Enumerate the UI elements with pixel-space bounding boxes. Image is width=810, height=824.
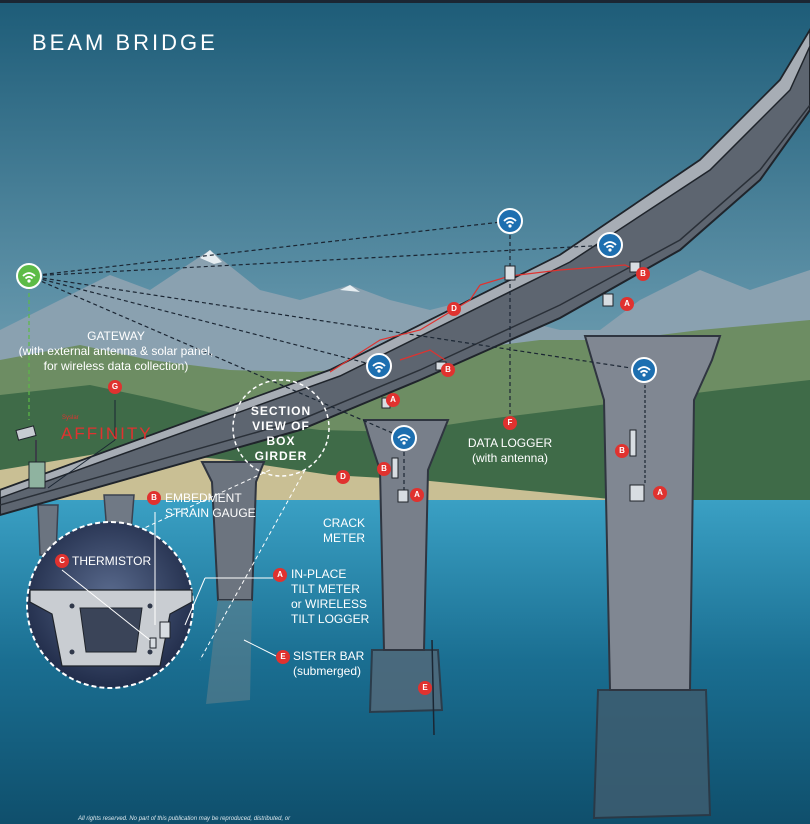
sister-bar-leader: [243, 639, 277, 657]
data-logger-line1: DATA LOGGER: [467, 436, 553, 450]
marker-a: A: [653, 486, 667, 500]
marker-e: E: [418, 681, 432, 695]
gateway-label: GATEWAY (with external antenna & solar p…: [0, 329, 232, 374]
pier-near-1: [362, 419, 450, 714]
marker-d: D: [447, 302, 461, 316]
bridge-deck: [0, 28, 810, 517]
wifi-icon: [597, 232, 623, 258]
copyright-notice: All rights reserved. No part of this pub…: [78, 816, 291, 822]
crack-meter-line2: METER: [323, 531, 365, 545]
marker-f: F: [503, 416, 517, 430]
crack-meter-label: CRACK METER: [318, 516, 370, 546]
data-logger-label: DATA LOGGER (with antenna): [458, 436, 562, 466]
crack-meter-line1: CRACK: [322, 516, 365, 530]
wifi-icon: [497, 208, 523, 234]
gateway-leader-2: [47, 439, 116, 489]
tilt-line2: TILT METER: [291, 582, 360, 596]
sister-bar-cable: [431, 639, 435, 736]
sister-bar-label: SISTER BAR (submerged): [293, 649, 364, 679]
section-view-label: SECTION VIEW OF BOX GIRDER: [236, 404, 326, 464]
pier-mid-reflection: [206, 600, 252, 704]
gateway-detail-2: for wireless data collection): [43, 359, 189, 373]
embedment-line1: EMBEDMENT: [165, 491, 242, 505]
marker-b: B: [615, 444, 629, 458]
marker-a: A: [620, 297, 634, 311]
data-logger-line2: (with antenna): [471, 451, 549, 465]
brand-prefix: Syslar: [62, 415, 79, 421]
marker-b: B: [147, 491, 161, 505]
gateway-wifi-icon: [16, 263, 42, 289]
tilt-line3: or WIRELESS: [291, 597, 368, 611]
sister-bar-line2: (submerged): [293, 664, 362, 678]
marker-a: A: [386, 393, 400, 407]
marker-b: B: [636, 267, 650, 281]
marker-a: A: [273, 568, 287, 582]
marker-g: G: [108, 380, 122, 394]
marker-d: D: [336, 470, 350, 484]
gateway-station: [15, 425, 46, 489]
sister-bar-line1: SISTER BAR: [293, 649, 365, 663]
marker-c: C: [55, 554, 69, 568]
wifi-icon: [391, 425, 417, 451]
section-view-line1: SECTION: [250, 404, 312, 418]
pier-near-2: [583, 335, 722, 820]
gateway-title: GATEWAY: [87, 329, 145, 343]
section-view-line4: GIRDER: [254, 449, 308, 463]
marker-b: B: [377, 462, 391, 476]
embedment-label: EMBEDMENT STRAIN GAUGE: [165, 491, 256, 521]
brand-logo: AFFINITY: [61, 424, 153, 443]
page-title: BEAM BRIDGE: [32, 30, 218, 55]
thermistor-label: THERMISTOR: [72, 554, 152, 568]
wifi-icon: [366, 353, 392, 379]
section-view-line2: VIEW OF: [252, 419, 310, 433]
top-bar: [0, 0, 810, 3]
wifi-icon: [631, 357, 657, 383]
tilt-line1: IN-PLACE: [291, 567, 347, 581]
section-view-marker: [232, 379, 330, 477]
section-view-line3: BOX: [266, 434, 296, 448]
tilt-meter-label: IN-PLACE TILT METER or WIRELESS TILT LOG…: [291, 567, 369, 627]
embedment-line2: STRAIN GAUGE: [165, 506, 256, 520]
marker-a: A: [410, 488, 424, 502]
gateway-detail-1: (with external antenna & solar panel,: [18, 344, 214, 358]
tilt-line4: TILT LOGGER: [291, 612, 370, 626]
marker-e: E: [276, 650, 290, 664]
marker-b: B: [441, 363, 455, 377]
